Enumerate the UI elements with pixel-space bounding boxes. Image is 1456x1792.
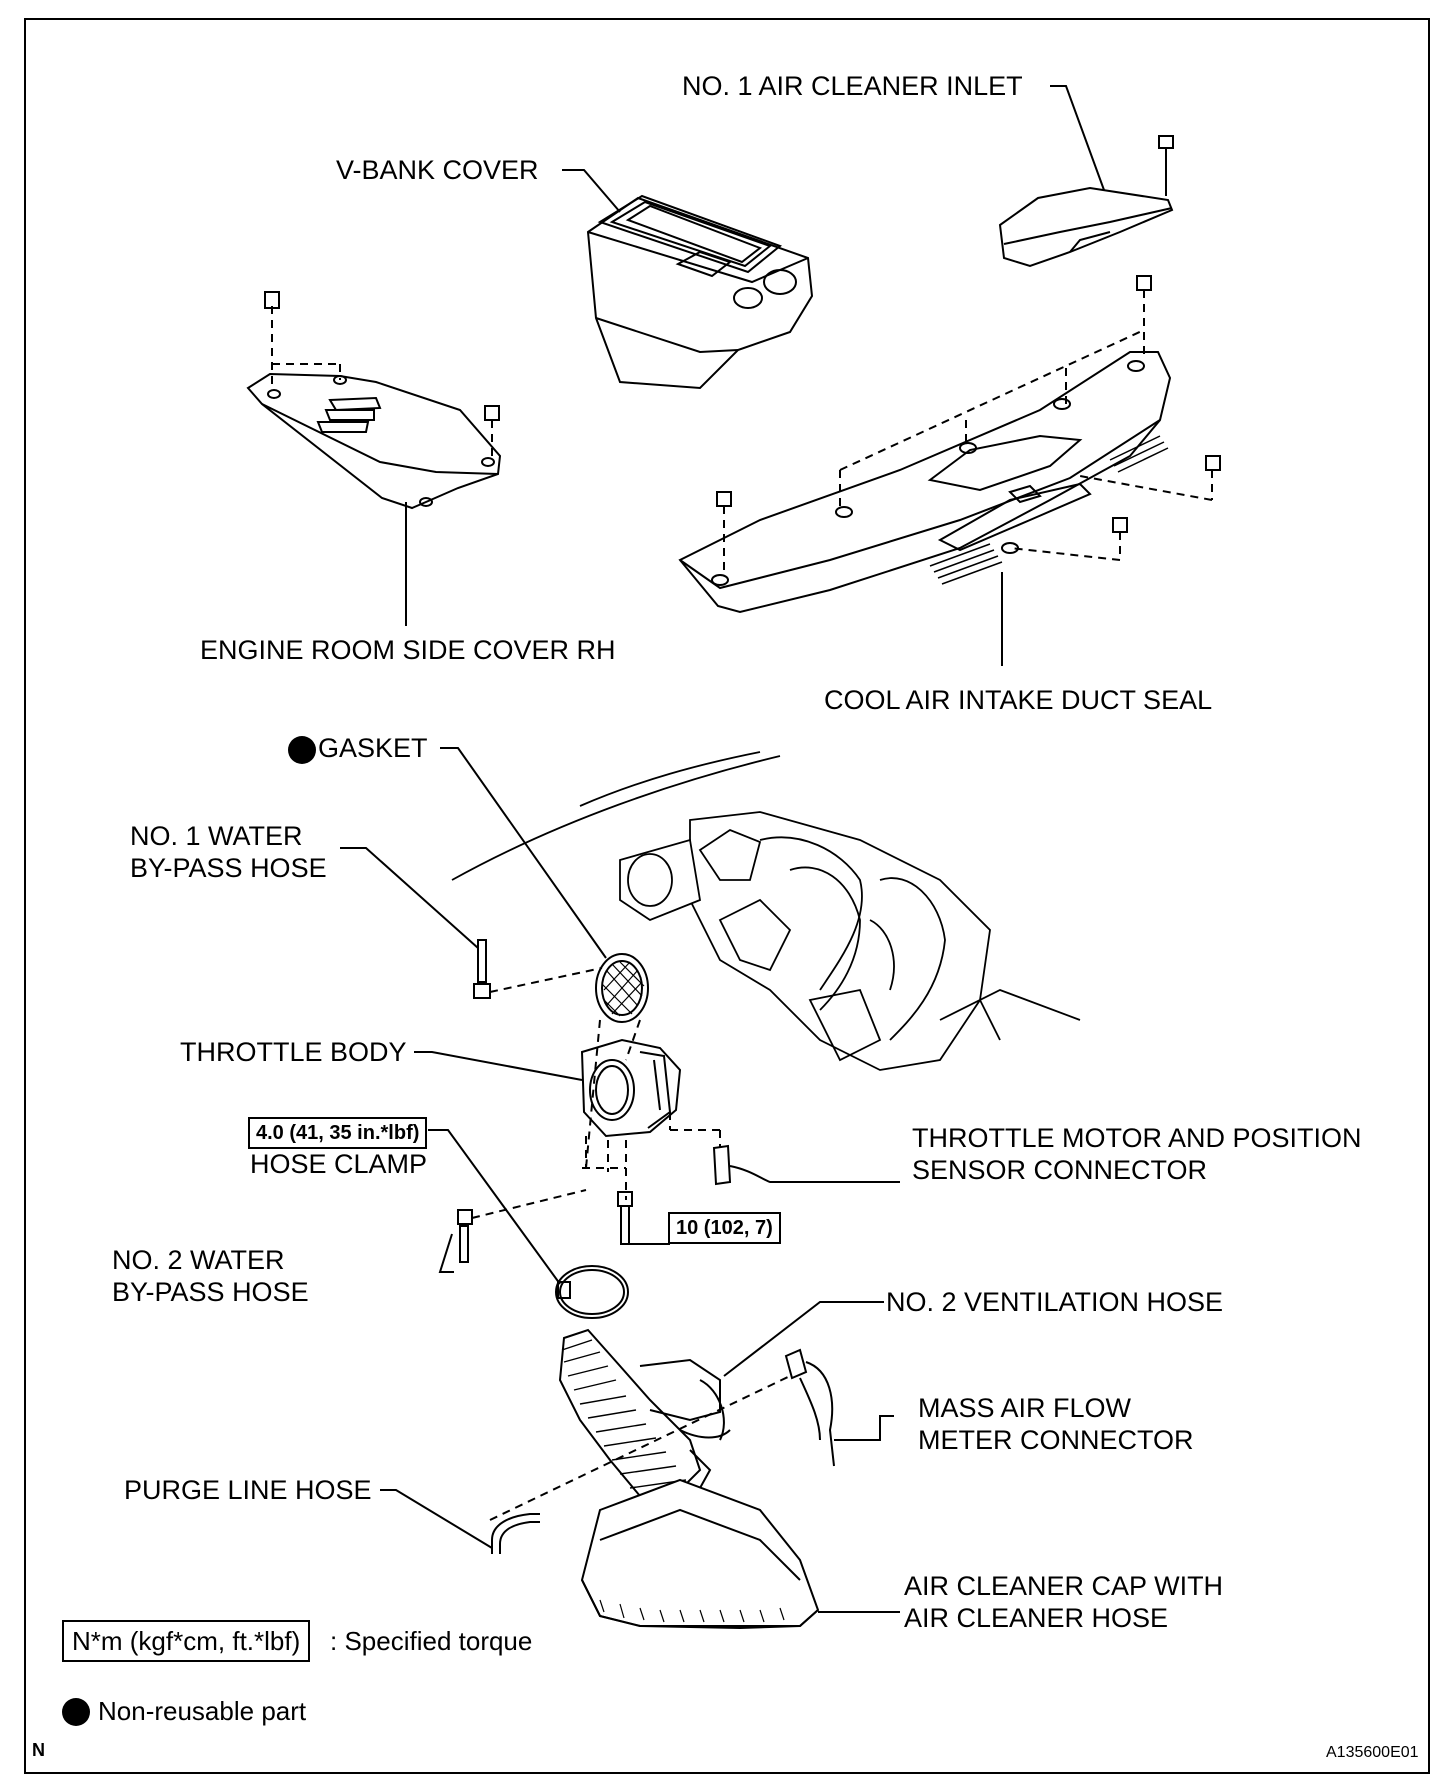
- throttle-body-part: [580, 1019, 721, 1200]
- label-hose-clamp: HOSE CLAMP: [250, 1149, 428, 1179]
- label-no2-water-bypass-hose: NO. 2 WATER BY-PASS HOSE: [112, 1245, 309, 1307]
- purge-line-hose-part: [489, 1375, 791, 1554]
- no1-air-cleaner-inlet-part: [998, 135, 1174, 268]
- throttle-bolt-part: [617, 1191, 670, 1245]
- engine-room-side-cover-part: [246, 291, 502, 510]
- label-no2-ventilation-hose: NO. 2 VENTILATION HOSE: [886, 1287, 1224, 1317]
- throttle-connector-part: [712, 1144, 900, 1186]
- torque-throttle-bolt: 10 (102, 7): [668, 1212, 781, 1244]
- label-cool-air-intake-duct-seal: COOL AIR INTAKE DUCT SEAL: [824, 685, 1213, 715]
- intake-manifold-part: [451, 751, 1081, 1071]
- label-purge-line-hose: PURGE LINE HOSE: [124, 1475, 372, 1505]
- diagram-frame: [24, 18, 1430, 1774]
- figure-code: A135600E01: [1326, 1744, 1419, 1761]
- maf-connector-part: [784, 1348, 835, 1467]
- orientation-mark: N: [32, 1740, 45, 1760]
- label-no1-air-cleaner-inlet: NO. 1 AIR CLEANER INLET: [682, 71, 1023, 101]
- no2-water-bypass-hose-part: [457, 1189, 587, 1263]
- label-throttle-body: THROTTLE BODY: [180, 1037, 407, 1067]
- gasket-part: [595, 953, 649, 1023]
- label-gasket: GASKET: [318, 733, 428, 763]
- hose-clamp-part: [555, 1265, 629, 1319]
- legend-nonreusable-icon: [62, 1698, 90, 1726]
- legend-torque-box: N*m (kgf*cm, ft.*lbf): [62, 1620, 311, 1662]
- no1-water-bypass-hose-part: [473, 939, 603, 999]
- label-v-bank-cover: V-BANK COVER: [336, 155, 539, 185]
- v-bank-cover-part: [586, 194, 814, 390]
- legend-torque-text: : Specified torque: [330, 1626, 533, 1656]
- label-no1-water-bypass-hose: NO. 1 WATER BY-PASS HOSE: [130, 821, 327, 883]
- torque-hose-clamp: 4.0 (41, 35 in.*lbf): [248, 1117, 428, 1149]
- legend-nonreusable-text: Non-reusable part: [98, 1696, 307, 1726]
- label-throttle-motor-connector: THROTTLE MOTOR AND POSITION SENSOR CONNE…: [912, 1123, 1362, 1185]
- leader-lines: [340, 85, 1105, 1613]
- label-mass-air-flow-meter-connector: MASS AIR FLOW METER CONNECTOR: [918, 1393, 1194, 1455]
- cool-air-intake-duct-seal-part: [678, 275, 1221, 614]
- air-cleaner-cap-part: [580, 1478, 820, 1630]
- label-air-cleaner-cap: AIR CLEANER CAP WITH AIR CLEANER HOSE: [904, 1571, 1224, 1633]
- label-engine-room-side-cover-rh: ENGINE ROOM SIDE COVER RH: [200, 635, 616, 665]
- nonreusable-marker-icon: [288, 736, 316, 764]
